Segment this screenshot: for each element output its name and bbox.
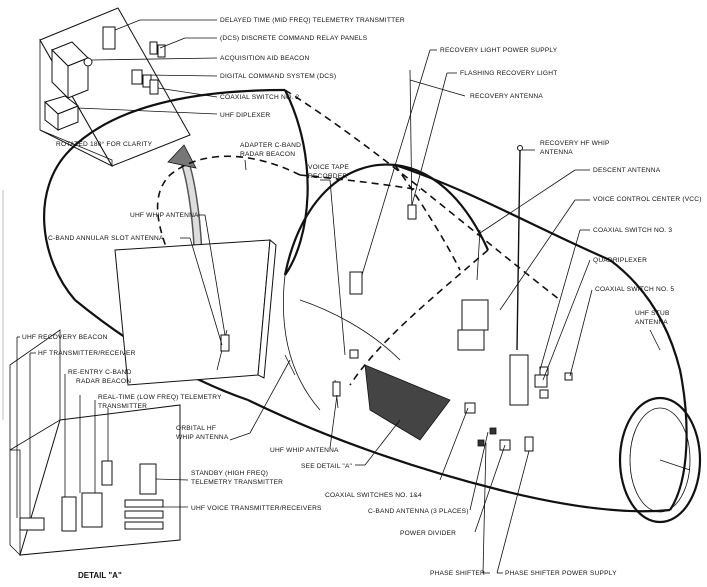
label-standby-1: STANDBY (HIGH FREQ) <box>191 470 268 477</box>
label-cband-antenna: C-BAND ANTENNA (3 PLACES) <box>368 508 469 515</box>
label-rotated: ROTATED 180° FOR CLARITY <box>56 140 153 148</box>
delayed-time-transmitter-box <box>102 26 116 50</box>
hf-transceiver-box <box>61 496 77 532</box>
label-orbital-hf-2: WHIP ANTENNA <box>176 434 229 441</box>
descent-antenna-housing <box>509 354 529 406</box>
leader-lines-right <box>180 49 661 574</box>
label-uhf-voice: UHF VOICE TRANSMITTER/RECEIVERS <box>191 505 322 512</box>
uhf-recovery-beacon-box <box>19 517 45 531</box>
antenna-rods <box>216 69 573 452</box>
label-uhf-stub-1: UHF STUB <box>635 310 670 317</box>
label-power-divider: POWER DIVIDER <box>400 530 456 537</box>
label-see-detail: SEE DETAIL "A" <box>301 463 353 470</box>
label-dcs: DIGITAL COMMAND SYSTEM (DCS) <box>220 73 336 80</box>
label-recovery-hf-2: ANTENNA <box>540 149 573 156</box>
label-recovery-antenna: RECOVERY ANTENNA <box>470 93 543 100</box>
dcs-box <box>131 69 143 85</box>
label-reentry-1: RE-ENTRY C-BAND <box>68 369 132 376</box>
standby-telemetry-box <box>139 463 157 495</box>
quadriplexer-box <box>534 374 548 388</box>
label-adapter-cband-2: RADAR BEACON <box>240 151 295 158</box>
label-descent-antenna: DESCENT ANTENNA <box>593 167 661 174</box>
label-uhf-recovery-beacon: UHF RECOVERY BEACON <box>22 334 108 341</box>
voice-tape-recorder-box <box>349 271 363 295</box>
label-uhf-stub-2: ANTENNA <box>635 319 668 326</box>
label-coax-switches-1-4: COAXIAL SWITCHES NO. 1&4 <box>325 492 422 499</box>
relay-panel-box-1 <box>149 41 158 55</box>
label-standby-2: TELEMETRY TRANSMITTER <box>191 479 283 486</box>
label-voice-tape-1: VOICE TAPE <box>308 164 349 171</box>
label-coax-switch-2: COAXIAL SWITCH NO. 2 <box>220 94 299 101</box>
label-recovery-light-ps: RECOVERY LIGHT POWER SUPPLY <box>440 47 558 54</box>
reentry-beacon-box <box>81 492 103 528</box>
label-voice-tape-2: RECORDER <box>308 173 347 180</box>
label-vcc: VOICE CONTROL CENTER (VCC) <box>593 196 702 203</box>
cband-annular-antenna-panel <box>114 239 277 386</box>
label-acquisition-aid: ACQUISITION AID BEACON <box>220 55 309 62</box>
label-recovery-hf-1: RECOVERY HF WHIP <box>540 140 610 147</box>
label-coax-switch-3: COAXIAL SWITCH NO. 3 <box>593 227 672 234</box>
realtime-telemetry-box <box>101 460 113 486</box>
leader-lines-top-left <box>77 19 218 115</box>
adapter-equipment-panel <box>39 7 191 167</box>
label-cband-annular: C-BAND ANNULAR SLOT ANTENNA <box>48 235 164 242</box>
label-quadriplexer: QUADRIPLEXER <box>593 257 647 264</box>
detail-a-shaded-panel <box>364 364 451 441</box>
label-flashing-light: FLASHING RECOVERY LIGHT <box>460 70 557 77</box>
label-dcs-relay: (DCS) DISCRETE COMMAND RELAY PANELS <box>220 35 368 42</box>
label-uhf-whip-lower: UHF WHIP ANTENNA <box>270 447 339 454</box>
uhf-voice-box-1 <box>124 499 164 508</box>
label-realtime-1: REAL-TIME (LOW FREQ) TELEMETRY <box>98 394 222 401</box>
label-uhf-diplexer: UHF DIPLEXER <box>220 112 270 119</box>
label-phase-shifter: PHASE SHIFTER <box>430 570 485 577</box>
label-adapter-cband-1: ADAPTER C-BAND <box>240 142 301 149</box>
label-detail-a: DETAIL "A" <box>78 571 122 580</box>
label-hf-tx-rx: HF TRANSMITTER/RECEIVER <box>38 350 136 357</box>
label-delayed-time: DELAYED TIME (MID FREQ) TELEMETRY TRANSM… <box>220 17 405 24</box>
leader-lines-detail-a <box>16 336 189 518</box>
label-uhf-whip-upper: UHF WHIP ANTENNA <box>130 212 199 219</box>
label-realtime-2: TRANSMITTER <box>98 403 147 410</box>
label-phase-shifter-ps: PHASE SHIFTER POWER SUPPLY <box>505 570 617 577</box>
label-coax-switch-5: COAXIAL SWITCH NO. 5 <box>595 286 674 293</box>
label-reentry-2: RADAR BEACON <box>76 378 131 385</box>
rotation-arrow-icon <box>167 144 203 251</box>
coax-switch-2-box <box>149 79 159 95</box>
label-orbital-hf-1: ORBITAL HF <box>176 425 216 432</box>
